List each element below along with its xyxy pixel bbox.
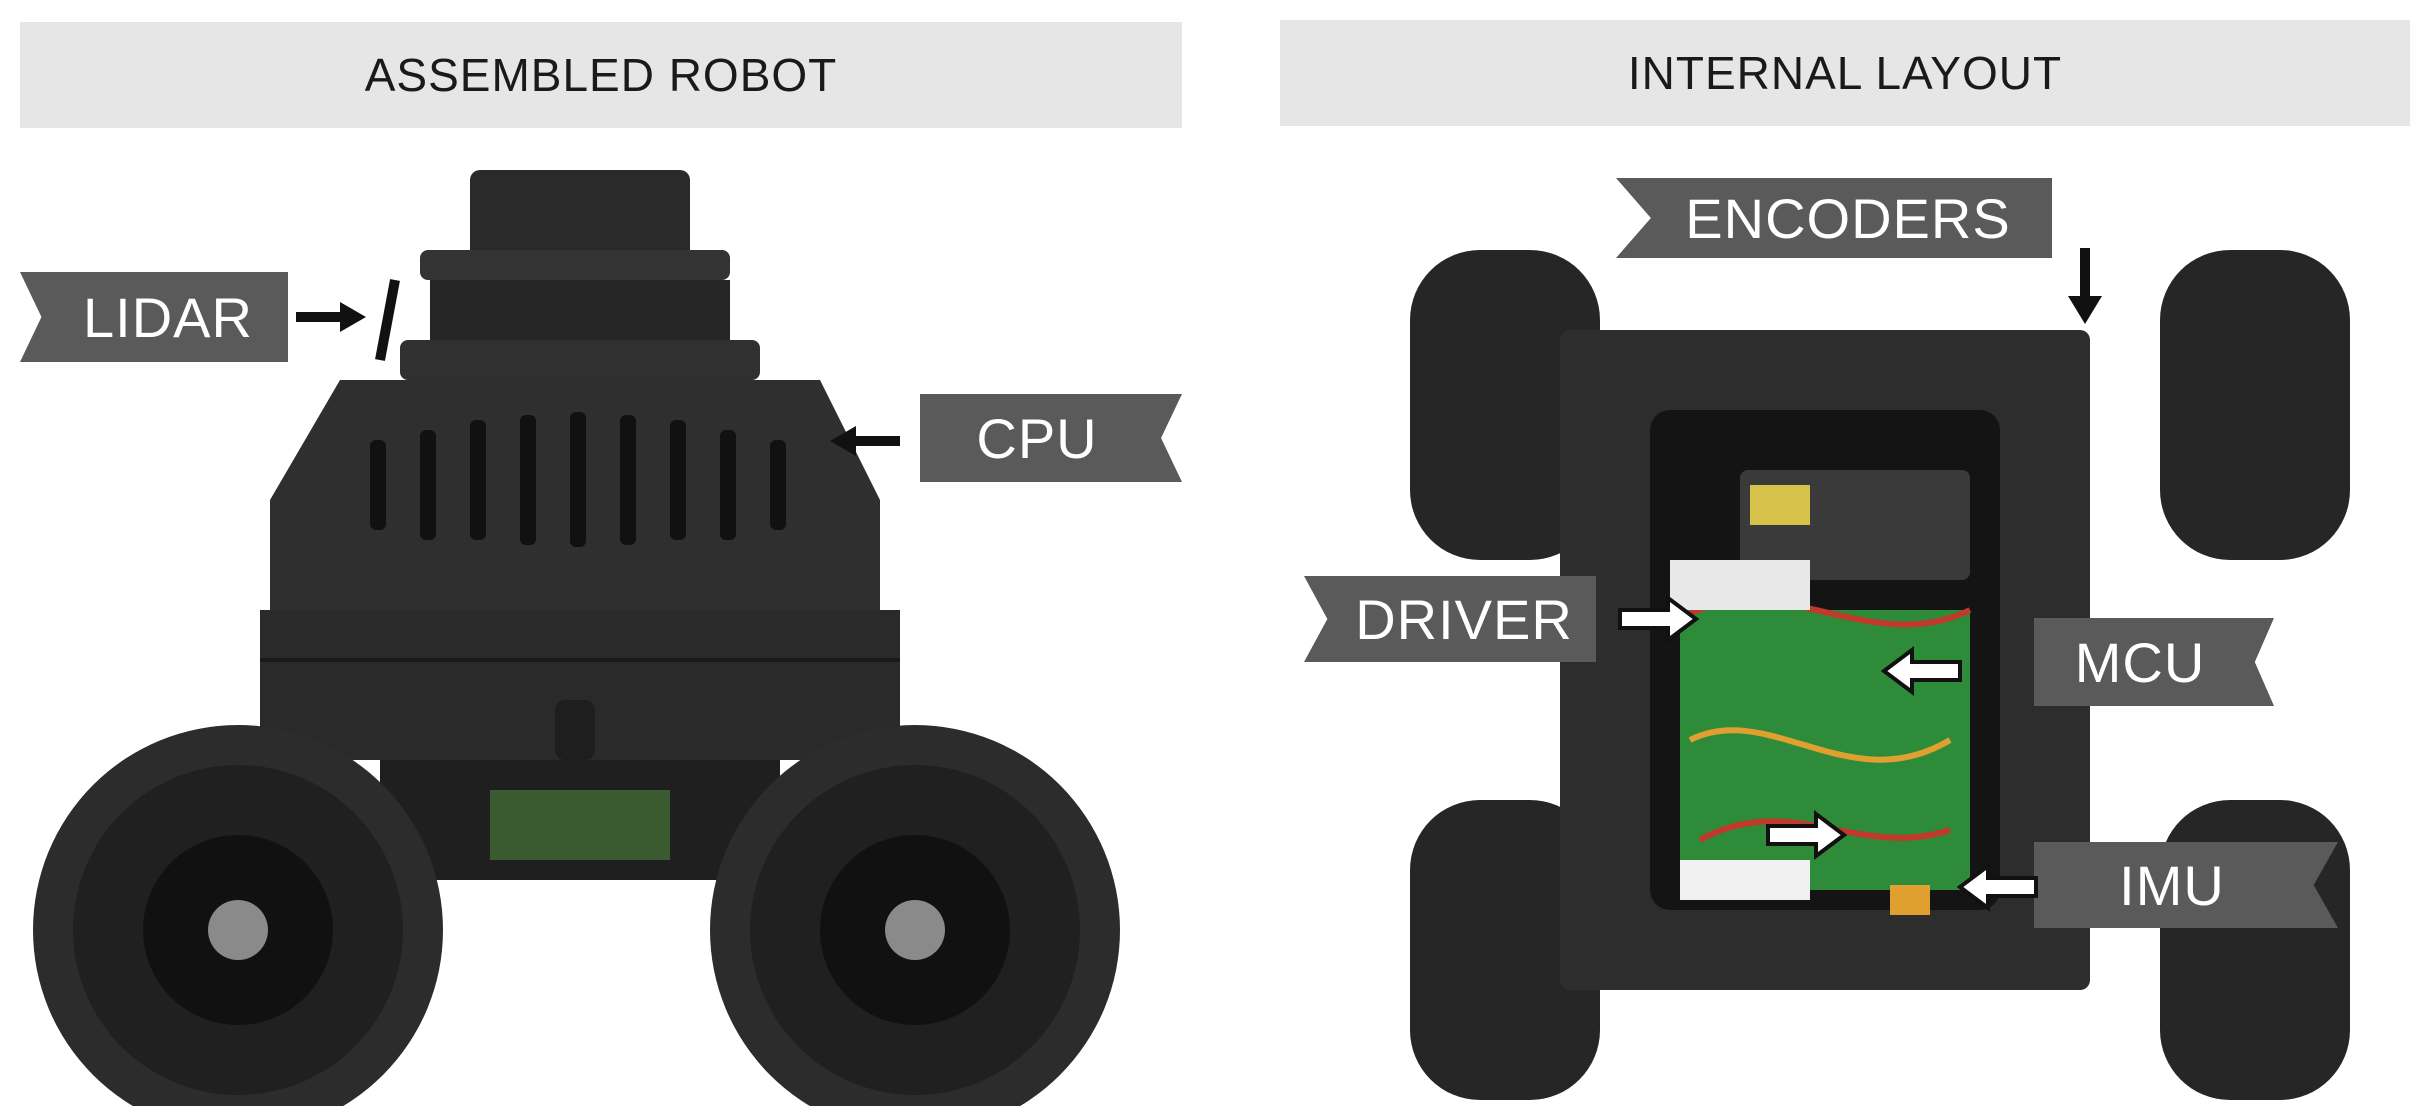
assembled-robot-photo	[33, 170, 1120, 1106]
callout-lidar: LIDAR	[20, 272, 288, 362]
arrow-driver-icon	[1618, 594, 1700, 644]
arrow-mcu-icon	[1880, 646, 1962, 696]
callout-encoders: ENCODERS	[1616, 178, 2052, 258]
callout-mcu: MCU	[2034, 618, 2274, 706]
callout-cpu: CPU	[920, 394, 1182, 482]
panel-title-internal: INTERNAL LAYOUT	[1280, 20, 2410, 126]
callout-imu: IMU	[2034, 842, 2338, 928]
arrow-cpu-icon	[830, 426, 900, 456]
arrow-encoders-icon	[2068, 248, 2102, 324]
arrow-lidar-icon	[296, 302, 366, 332]
panel-title-assembled: ASSEMBLED ROBOT	[20, 22, 1182, 128]
arrow-battery-icon	[1766, 810, 1848, 860]
arrow-imu-icon	[1956, 862, 2038, 912]
callout-driver: DRIVER	[1304, 576, 1596, 662]
